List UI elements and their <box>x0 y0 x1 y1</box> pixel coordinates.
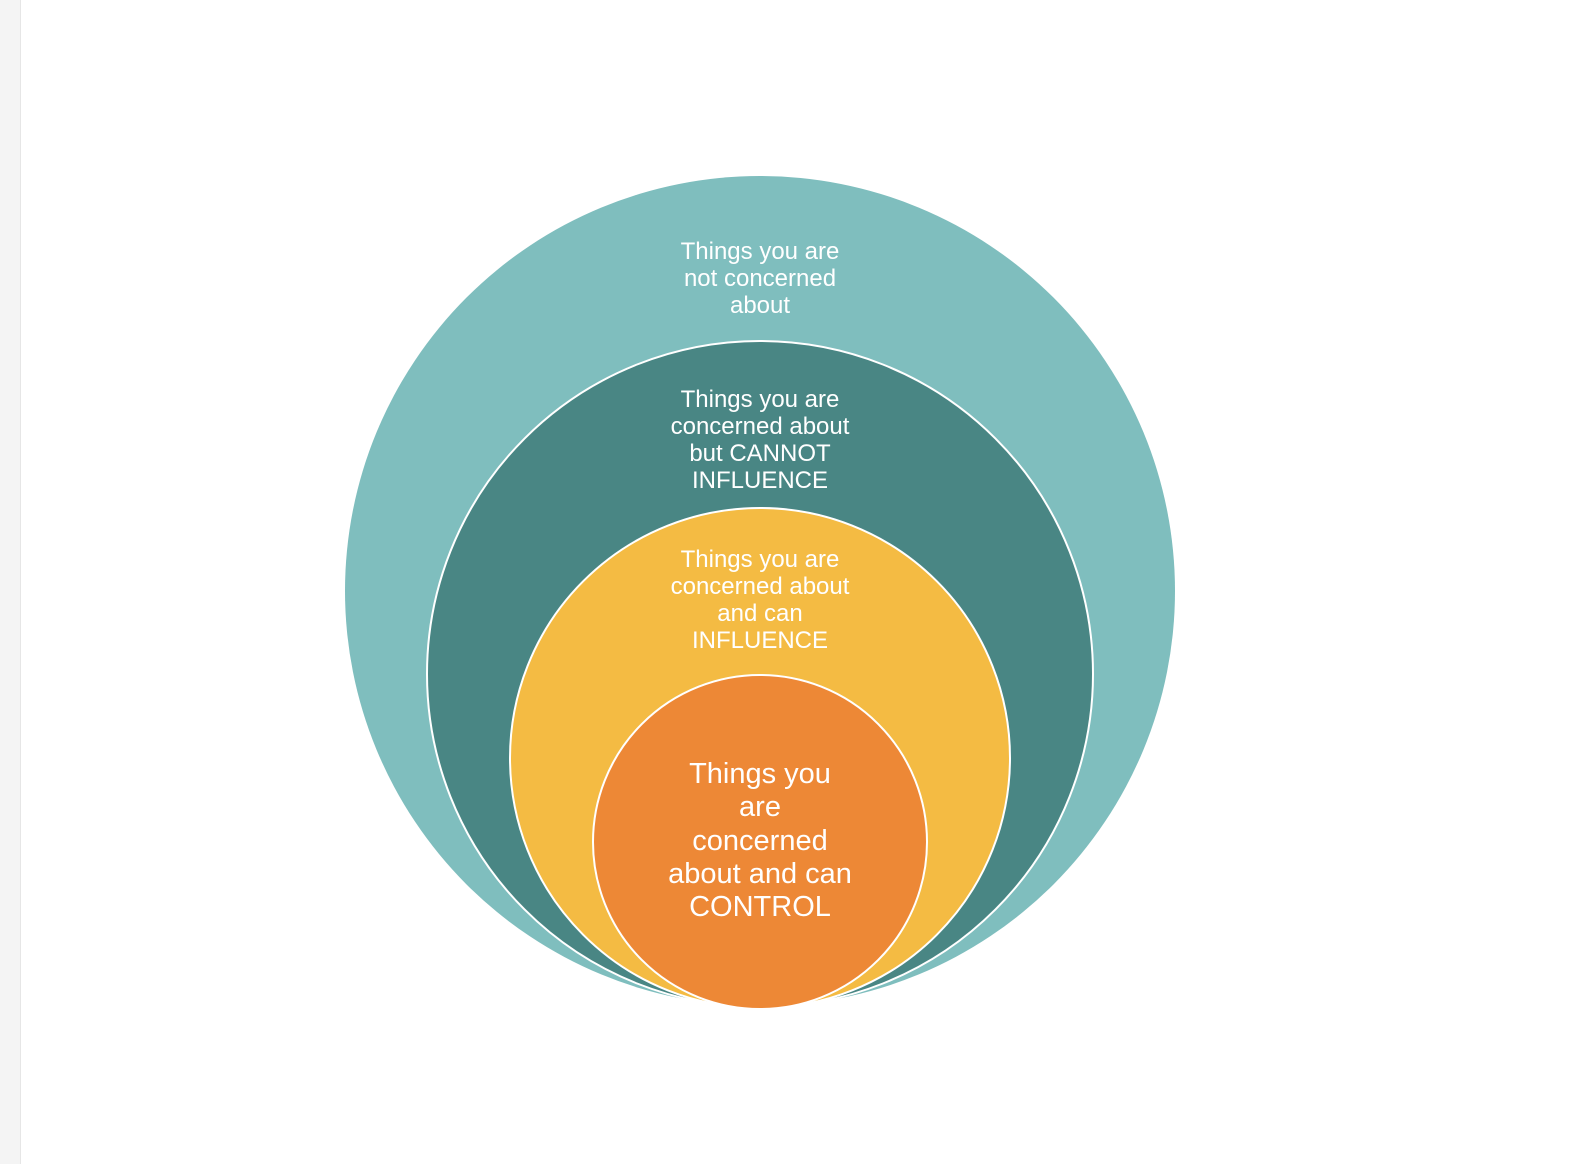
left-gutter <box>0 0 21 1164</box>
label-can-control: Things you are concerned about and can C… <box>668 758 852 924</box>
label-not-concerned: Things you are not concerned about <box>680 238 840 320</box>
label-cannot-influence: Things you are concerned about but CANNO… <box>670 386 850 495</box>
inner-circle-can-control <box>592 674 928 1010</box>
label-can-influence: Things you are concerned about and can I… <box>670 546 850 655</box>
